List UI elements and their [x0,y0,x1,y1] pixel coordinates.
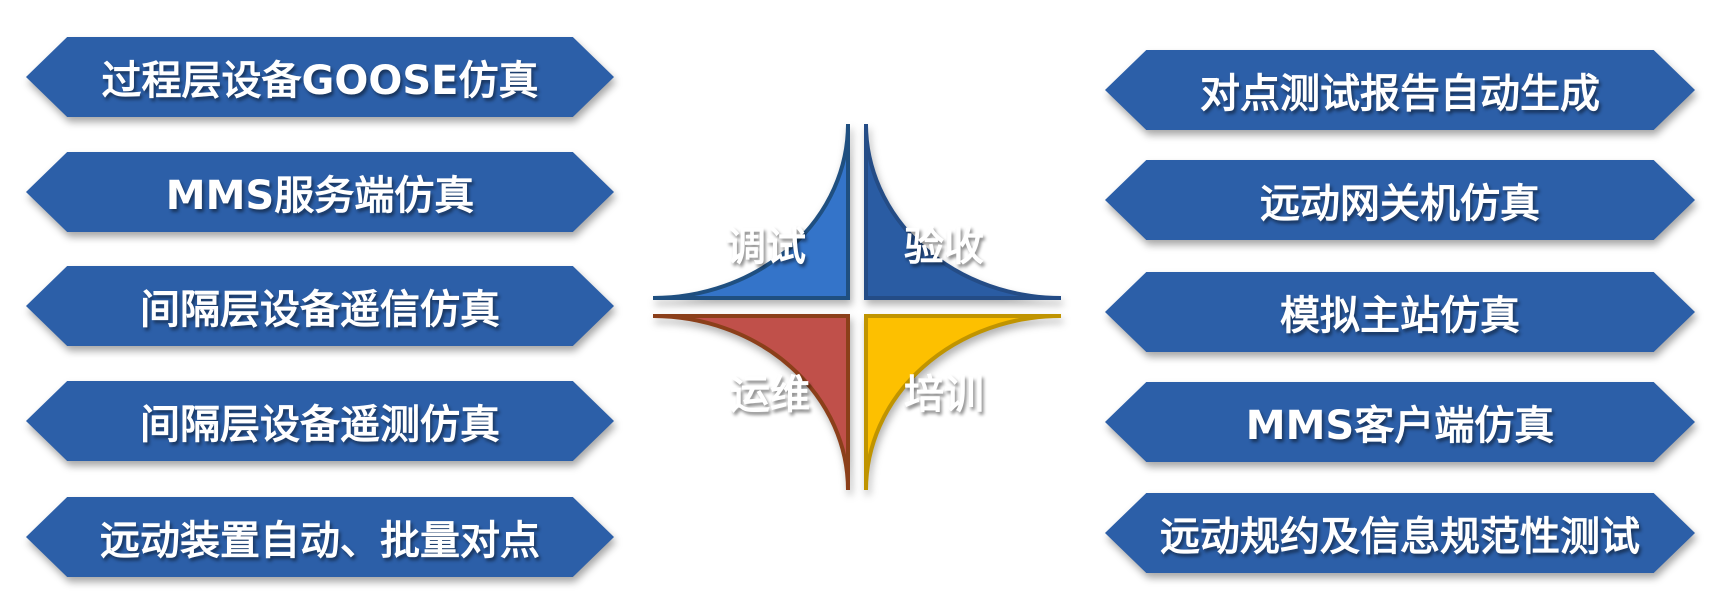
hex-right-3: MMS客户端仿真 [1105,382,1695,462]
quadrant-label-debug: 调试 [726,224,806,270]
hex-right-1: 远动网关机仿真 [1105,160,1695,240]
quadrant-label-operation: 运维 [730,372,810,418]
left-item-label: 远动装置自动、批量对点 [100,518,540,564]
right-item-label: 对点测试报告自动生成 [1200,71,1600,117]
hex-left-2: 间隔层设备遥信仿真 [26,266,614,346]
quadrant-label-training: 培训 [904,372,984,418]
hex-left-0: 过程层设备GOOSE仿真 [26,37,614,117]
hex-right-0: 对点测试报告自动生成 [1105,50,1695,130]
left-item-label: 过程层设备GOOSE仿真 [101,58,539,104]
quadrant-acceptance [864,123,1062,300]
quadrant-operation [652,314,850,491]
quadrant-training [864,314,1062,491]
left-item-label: MMS服务端仿真 [165,173,475,219]
right-item-label: 模拟主站仿真 [1280,293,1520,339]
hex-right-4: 远动规约及信息规范性测试 [1105,493,1695,573]
hex-left-3: 间隔层设备遥测仿真 [26,381,614,461]
right-item-label: 远动规约及信息规范性测试 [1160,514,1640,560]
right-item-label: 远动网关机仿真 [1260,181,1540,227]
hex-left-1: MMS服务端仿真 [26,152,614,232]
right-item-label: MMS客户端仿真 [1245,403,1555,449]
quadrant-label-acceptance: 验收 [904,224,984,270]
left-item-label: 间隔层设备遥信仿真 [140,287,500,333]
hex-left-4: 远动装置自动、批量对点 [26,497,614,577]
left-item-label: 间隔层设备遥测仿真 [140,402,500,448]
quadrant-debug [652,123,850,300]
hex-right-2: 模拟主站仿真 [1105,272,1695,352]
